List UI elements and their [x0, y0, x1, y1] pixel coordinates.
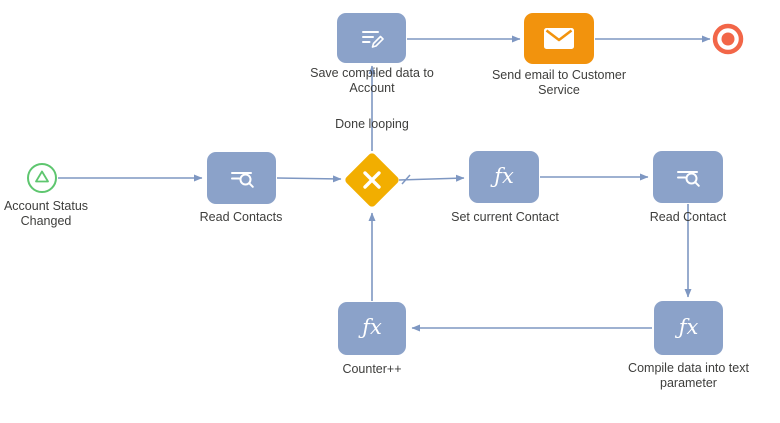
formula-icon: ƒx [362, 315, 382, 339]
send-email-node[interactable] [524, 13, 594, 64]
start-node-label: Account Status Changed [3, 199, 89, 229]
counter-label: Counter++ [342, 362, 402, 376]
record-update-pencil-icon [361, 31, 384, 48]
read-contact-node[interactable] [653, 151, 723, 203]
done-looping-edge-label: Done looping [335, 117, 409, 131]
formula-icon: ƒx [678, 314, 699, 339]
default-path-tick [401, 174, 411, 185]
end-node[interactable] [712, 23, 744, 55]
read-contacts-label: Read Contacts [199, 210, 283, 224]
x-icon [363, 171, 381, 189]
connector-loop-to-set-current-contact[interactable] [398, 174, 465, 182]
start-node[interactable] [27, 163, 57, 193]
start-triangle-icon [35, 170, 49, 183]
email-envelope-icon [544, 28, 574, 49]
record-lookup-icon [230, 172, 254, 188]
compile-data-node[interactable]: ƒx [654, 301, 723, 355]
save-account-node[interactable] [337, 13, 406, 63]
read-contacts-node[interactable] [207, 152, 276, 204]
compile-data-label: Compile data into text parameter [628, 361, 749, 391]
formula-icon: ƒx [494, 163, 514, 188]
send-email-label: Send email to Customer Service [491, 68, 627, 98]
set-current-contact-node[interactable]: ƒx [469, 151, 539, 203]
record-lookup-icon [677, 171, 700, 187]
read-contact-label: Read Contact [649, 210, 727, 224]
counter-node[interactable]: ƒx [338, 302, 406, 355]
connector-read-contacts-to-loop[interactable] [276, 175, 342, 183]
save-account-label: Save compiled data to Account [310, 66, 434, 96]
set-current-contact-label: Set current Contact [451, 210, 559, 224]
